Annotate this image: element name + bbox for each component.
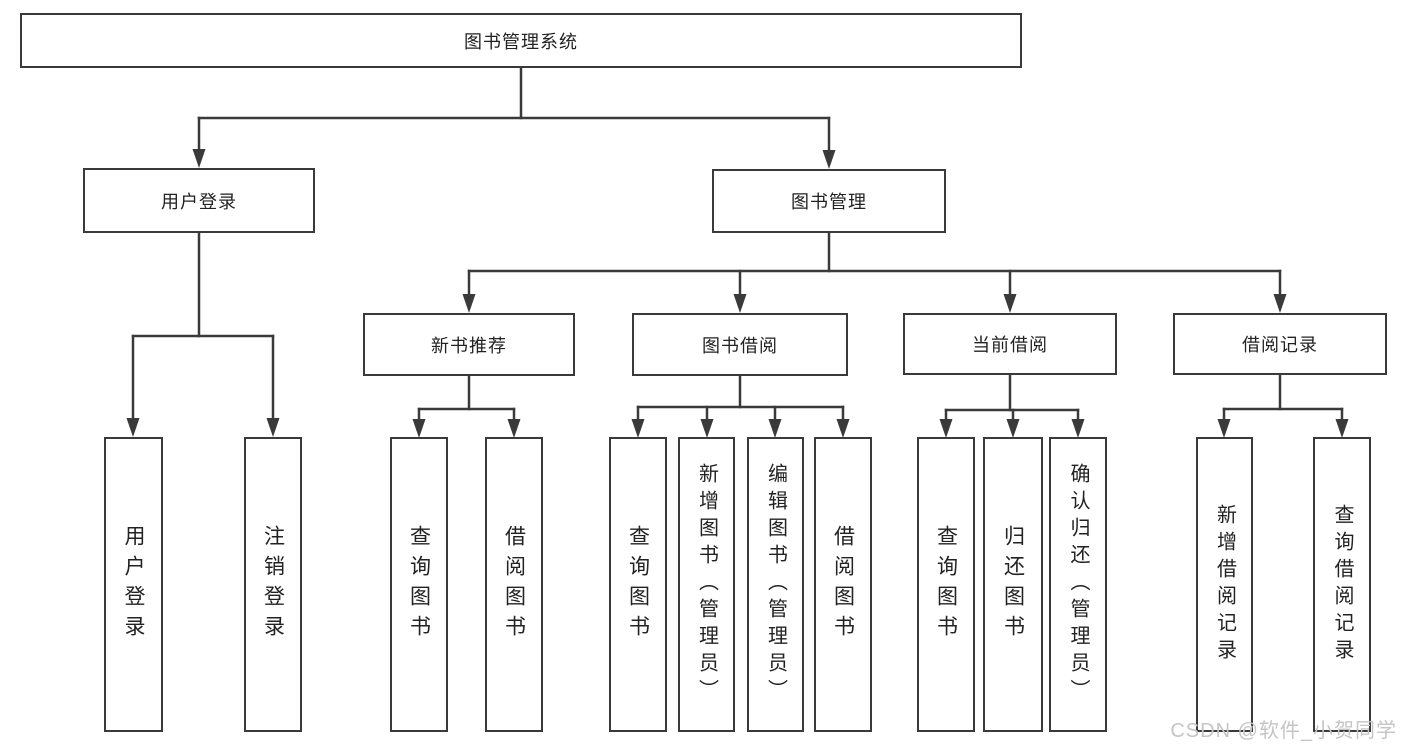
leaf-borrow-books-recommend: 借阅图书 (485, 437, 543, 732)
node-label: 图书管理系统 (464, 31, 578, 52)
node-new-book-recommend: 新书推荐 (363, 313, 575, 376)
node-borrow-records: 借阅记录 (1173, 313, 1387, 375)
node-label: 用户登录 (122, 524, 145, 645)
node-label: 图书管理 (791, 192, 867, 212)
leaf-query-books-current: 查询图书 (917, 437, 975, 732)
node-label: 图书借阅 (702, 335, 778, 356)
node-label: 查询图书 (934, 524, 958, 645)
node-label: 新增图书（管理员） (695, 463, 718, 706)
node-book-management: 图书管理 (712, 169, 946, 233)
leaf-add-borrow-record: 新增借阅记录 (1196, 437, 1253, 732)
leaf-user-login: 用户登录 (104, 437, 163, 732)
node-label: 查询图书 (626, 524, 650, 645)
leaf-edit-books-admin: 编辑图书（管理员） (747, 437, 804, 732)
node-label: 新增借阅记录 (1213, 503, 1236, 666)
node-label: 查询借阅记录 (1331, 503, 1353, 666)
leaf-query-books-recommend: 查询图书 (390, 437, 448, 732)
watermark: CSDN @软件_小贺同学 (1170, 720, 1397, 742)
leaf-query-borrow-record: 查询借阅记录 (1313, 437, 1371, 732)
leaf-borrow-books: 借阅图书 (814, 437, 872, 732)
node-label: 借阅图书 (502, 524, 526, 645)
node-label: 查询图书 (407, 524, 431, 645)
node-label: 确认归还（管理员） (1067, 463, 1089, 706)
leaf-logout: 注销登录 (244, 437, 302, 732)
node-label: 用户登录 (161, 191, 237, 212)
node-book-borrow: 图书借阅 (632, 313, 848, 376)
node-label: 归还图书 (1001, 524, 1025, 645)
node-label: 借阅图书 (831, 524, 855, 645)
leaf-confirm-return-admin: 确认归还（管理员） (1049, 437, 1107, 732)
leaf-add-books-admin: 新增图书（管理员） (678, 437, 735, 732)
leaf-return-books: 归还图书 (983, 437, 1043, 732)
node-library-system: 图书管理系统 (20, 13, 1022, 68)
node-label: 编辑图书（管理员） (764, 463, 787, 706)
node-label: 注销登录 (261, 524, 285, 645)
node-current-borrow: 当前借阅 (903, 313, 1117, 375)
node-user-login: 用户登录 (83, 168, 315, 233)
leaf-query-books: 查询图书 (609, 437, 667, 732)
node-label: 当前借阅 (972, 335, 1048, 355)
node-label: 借阅记录 (1242, 335, 1318, 355)
node-label: 新书推荐 (431, 335, 507, 356)
